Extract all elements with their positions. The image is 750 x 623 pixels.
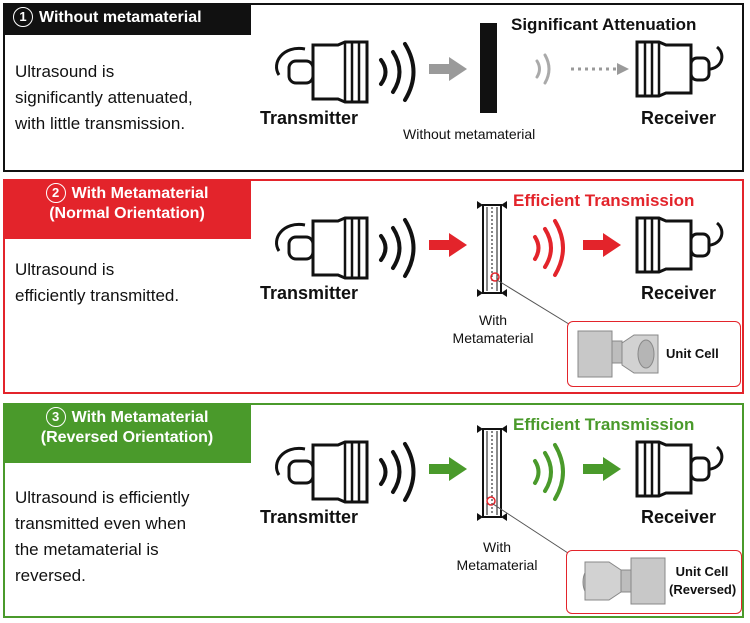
- panel-title-text: With Metamaterial: [71, 185, 209, 202]
- unit-cell-icon: [577, 330, 659, 378]
- arrow-icon: [429, 233, 467, 257]
- arrow-icon: [583, 457, 621, 481]
- ultrasound-waves-icon: [379, 42, 416, 102]
- description-line: Ultrasound is: [15, 260, 115, 279]
- transmitted-waves-icon: [533, 219, 565, 277]
- panel-subtitle-text: (Reversed Orientation): [40, 429, 214, 446]
- metamaterial-label: With Metamaterial: [441, 311, 545, 347]
- metamaterial-label-line: Metamaterial: [456, 557, 538, 573]
- panel-title: 3 With Metamaterial (Reversed Orientation…: [3, 403, 251, 463]
- description-line: reversed.: [15, 566, 86, 585]
- unit-cell-label: Unit Cell (Reversed): [669, 563, 737, 599]
- transmitter-label: Transmitter: [260, 283, 359, 303]
- receiver-label: Receiver: [641, 108, 717, 128]
- transmitter-icon: [275, 440, 369, 504]
- panel-subtitle-text: (Normal Orientation): [49, 205, 205, 222]
- transmitter-label: Transmitter: [260, 108, 359, 128]
- metamaterial-label-line: With: [483, 539, 511, 555]
- description-line: with little transmission.: [15, 114, 186, 133]
- receiver-icon: [635, 440, 724, 498]
- transmitter-label: Transmitter: [260, 507, 359, 527]
- unit-cell-label-line: Unit Cell: [675, 564, 729, 579]
- receiver-icon: [635, 40, 724, 98]
- panel-number: 2: [45, 183, 66, 203]
- unit-cell-label: Unit Cell: [666, 346, 719, 361]
- transmitter-icon: [275, 40, 369, 104]
- panel-number: 3: [45, 407, 66, 427]
- ultrasound-waves-icon: [379, 218, 416, 278]
- metamaterial-icon: [477, 201, 578, 330]
- receiver-icon: [635, 216, 724, 274]
- metamaterial-icon: [477, 425, 572, 556]
- barrier-label: Without metamaterial: [403, 126, 536, 142]
- description-line: the metamaterial is: [15, 540, 159, 559]
- unit-cell-label-line: (Reversed): [669, 582, 737, 597]
- transmitter-icon: [275, 216, 369, 280]
- headline: Efficient Transmission: [513, 415, 695, 434]
- arrow-icon: [429, 57, 467, 81]
- panel-title-text: With Metamaterial: [71, 409, 209, 426]
- receiver-label: Receiver: [641, 507, 717, 527]
- panel-description: Ultrasound is efficiently transmitted.: [15, 257, 235, 309]
- transmitted-waves-icon: [533, 443, 565, 501]
- unit-cell-callout: Unit Cell: [567, 321, 741, 387]
- ultrasound-waves-icon: [379, 442, 416, 502]
- description-line: transmitted even when: [15, 514, 187, 533]
- attenuated-waves-icon: [535, 53, 551, 85]
- unit-cell-callout: Unit Cell (Reversed): [566, 550, 742, 614]
- dotted-arrow-icon: [571, 63, 629, 75]
- panel-title: 1 Without metamaterial: [3, 3, 251, 35]
- headline: Significant Attenuation: [511, 15, 697, 34]
- metamaterial-label: With Metamaterial: [445, 538, 549, 574]
- panel-illustration: [275, 23, 724, 113]
- panel-description: Ultrasound is significantly attenuated, …: [15, 59, 255, 137]
- description-line: Ultrasound is: [15, 62, 115, 81]
- barrier-wall: [480, 23, 497, 113]
- arrow-icon: [583, 233, 621, 257]
- headline: Efficient Transmission: [513, 191, 695, 210]
- metamaterial-label-line: Metamaterial: [452, 330, 534, 346]
- arrow-icon: [429, 457, 467, 481]
- panel-title: 2 With Metamaterial (Normal Orientation): [3, 179, 251, 239]
- metamaterial-label-line: With: [479, 312, 507, 328]
- panel-number: 1: [13, 7, 33, 27]
- description-line: Ultrasound is efficiently: [15, 488, 190, 507]
- panel-title-text: Without metamaterial: [39, 9, 202, 26]
- description-line: significantly attenuated,: [15, 88, 193, 107]
- panel-illustration: [275, 425, 724, 556]
- receiver-label: Receiver: [641, 283, 717, 303]
- panel-description: Ultrasound is efficiently transmitted ev…: [15, 485, 245, 589]
- unit-cell-reversed-icon: [582, 557, 666, 605]
- description-line: efficiently transmitted.: [15, 286, 180, 305]
- panel-illustration: [275, 201, 724, 330]
